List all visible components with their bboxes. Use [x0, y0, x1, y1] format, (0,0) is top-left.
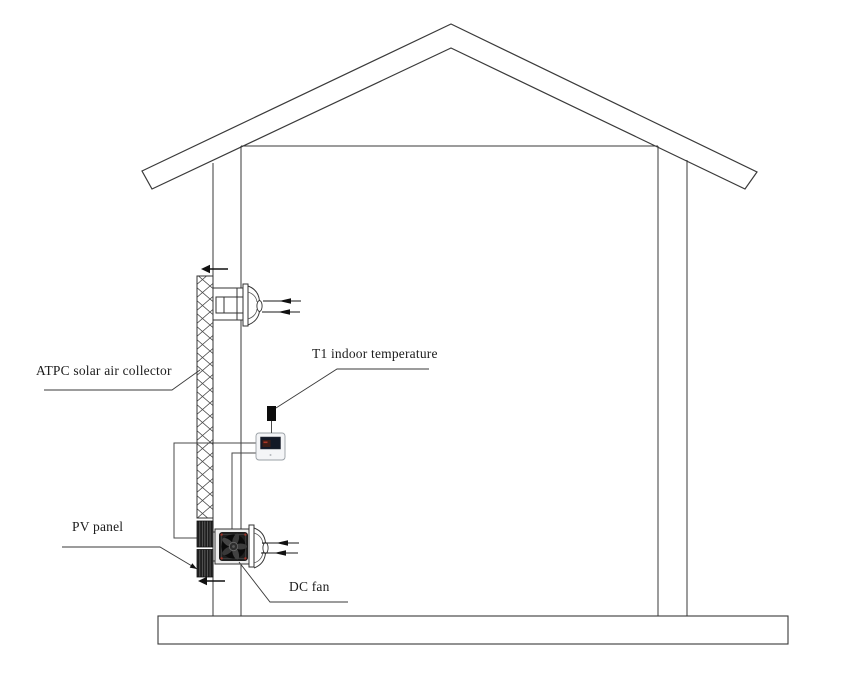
floor-slab: [157, 615, 789, 645]
outlet-diffuser-bell: [247, 285, 263, 326]
label-t1-indoor-temperature: T1 indoor temperature: [312, 346, 438, 361]
collector-bottom-flow-marker: [198, 576, 225, 586]
controller-button: [269, 454, 272, 456]
inlet-diffuser-plate: [248, 524, 255, 568]
top-air-outlet-duct: [212, 283, 263, 327]
pv-panel-upper-cell: [196, 520, 214, 548]
leader-pv-label: [62, 546, 198, 570]
leader-fan-label: [238, 561, 348, 603]
inlet-diffuser-bell: [253, 527, 269, 569]
leader-t1-label: [275, 368, 429, 409]
controller-unit: [255, 432, 286, 461]
fan-blades-icon: [219, 532, 248, 561]
wire-controller-to-fan: [231, 452, 256, 529]
pv-panel-lower-cell: [196, 549, 214, 578]
dc-fan-assembly: [213, 524, 269, 569]
label-pv-panel: PV panel: [72, 519, 124, 534]
collector-top-flow-marker: [201, 264, 228, 274]
wire-controller-to-pv-panel: [173, 442, 256, 539]
airflow-arrows-top: [262, 298, 301, 315]
solar-air-collector-panel: [196, 275, 214, 519]
t1-temperature-sensor: [267, 406, 276, 421]
label-dc-fan: DC fan: [289, 579, 330, 594]
airflow-arrows-bottom: [261, 540, 299, 556]
label-solar-air-collector: ATPC solar air collector: [36, 363, 172, 378]
outlet-diffuser-plate: [242, 283, 249, 327]
leader-collector-label: [44, 369, 201, 391]
house-roof: [141, 23, 758, 190]
